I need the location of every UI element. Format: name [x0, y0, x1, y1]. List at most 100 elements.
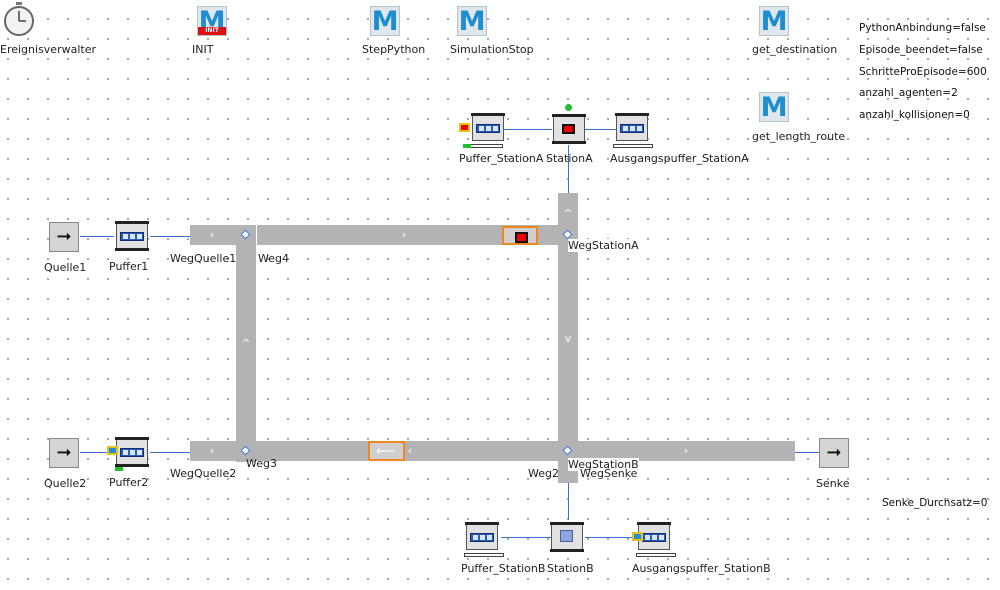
road-weg4-top[interactable] [257, 225, 563, 245]
road-arrow-right: › [683, 444, 689, 457]
sink-icon: ➞ [819, 438, 849, 468]
variable[interactable]: Episode_beendet=false [859, 44, 983, 56]
source-quelle1[interactable]: ➞ Quelle1 [42, 222, 92, 277]
buffer-label: Puffer_StationA [459, 152, 544, 165]
stopwatch-icon [4, 2, 34, 36]
buffer-puffer2[interactable]: Puffer2 [106, 436, 156, 491]
buffer-label: Ausgangspuffer_StationB [632, 562, 771, 575]
road-arrow-left: ‹ [407, 444, 413, 457]
connector [585, 537, 635, 538]
variable[interactable]: PythonAnbindung=false [859, 22, 986, 34]
connector [584, 129, 618, 130]
buffer-ausgangspuffer-station-b[interactable]: Ausgangspuffer_StationB [630, 518, 771, 575]
station-icon [552, 114, 586, 144]
road-arrow-down: v [564, 332, 572, 345]
road-wegquelle2[interactable] [190, 441, 236, 461]
connector [497, 129, 552, 130]
path-label-weg2[interactable]: Weg2 [528, 467, 559, 480]
sink-senke[interactable]: ➞ Senke [812, 438, 862, 493]
connector [568, 145, 569, 193]
path-label-weg3[interactable]: Weg3 [246, 457, 277, 470]
method-label: get_destination [752, 43, 838, 56]
variables-panel: PythonAnbindung=false Episode_beendet=fa… [859, 22, 997, 132]
init-badge: INIT [198, 27, 226, 35]
method-steppython[interactable]: M StepPython [362, 4, 432, 59]
vehicle-direction-arrow: ⟵ [376, 444, 395, 459]
underbar [636, 553, 676, 557]
underbar [464, 553, 504, 557]
entity-marker [459, 123, 470, 132]
method-get-length-route[interactable]: M get_length_route [750, 90, 845, 145]
station-b[interactable]: StationB [544, 518, 596, 578]
road-arrow-up: ^ [563, 207, 573, 220]
road-arrow-right: › [401, 228, 407, 241]
vehicle-agent-1[interactable] [502, 226, 538, 245]
buffer-ausgangspuffer-station-a[interactable]: Ausgangspuffer_StationA [608, 108, 749, 165]
event-manager-label: Ereignisverwalter [0, 43, 96, 56]
method-label: INIT [192, 43, 214, 56]
status-indicator [463, 144, 471, 148]
buffer-puffer1[interactable]: Puffer1 [108, 220, 158, 275]
road-arrow-up: ^ [241, 337, 251, 350]
buffer-puffer-station-b[interactable]: Puffer_StationB [460, 518, 550, 575]
source-quelle2[interactable]: ➞ Quelle2 [42, 438, 92, 493]
connector [80, 236, 114, 237]
status-indicator [565, 104, 572, 111]
road-arrow-left: ‹ [209, 444, 215, 457]
buffer-icon [465, 522, 499, 550]
road-weg3-bottom[interactable] [256, 441, 558, 461]
path-label-weg4[interactable]: Weg4 [258, 252, 289, 265]
road-wegquelle1[interactable] [190, 225, 236, 245]
connector [150, 452, 190, 453]
connector [150, 236, 190, 237]
buffer-icon [115, 221, 149, 251]
variable[interactable]: anzahl_kollisionen=0 [859, 109, 970, 121]
path-label-wegsenke[interactable]: WegSenke [580, 467, 638, 480]
road-weg-right-vertical[interactable] [558, 193, 578, 483]
sink-throughput-variable[interactable]: Senke_Durchsatz=0 [882, 497, 988, 509]
underbar [613, 144, 653, 148]
method-icon: M [370, 6, 400, 37]
road-weg4-left-vertical[interactable] [236, 225, 256, 462]
connector [568, 483, 569, 520]
buffer-label: Puffer2 [109, 476, 149, 489]
buffer-icon [615, 113, 649, 141]
buffer-icon [637, 522, 671, 550]
sink-label: Senke [816, 477, 850, 490]
method-get-destination[interactable]: M get_destination [750, 4, 840, 59]
station-icon [550, 522, 584, 552]
entity-marker [107, 446, 118, 455]
station-label: StationB [547, 562, 594, 575]
method-label: StepPython [362, 43, 426, 56]
entity-marker [632, 532, 643, 541]
method-icon: M INIT [197, 6, 227, 37]
method-label: SimulationStop [450, 43, 534, 56]
connector [80, 452, 110, 453]
method-simulationstop[interactable]: M SimulationStop [450, 4, 535, 59]
variable[interactable]: SchritteProEpisode=600 [859, 66, 987, 78]
connector [795, 452, 819, 453]
event-manager[interactable]: Ereignisverwalter [0, 0, 96, 60]
method-init[interactable]: M INIT INIT [192, 4, 232, 59]
path-label-wegquelle1[interactable]: WegQuelle1 [170, 252, 237, 265]
connector [501, 537, 551, 538]
buffer-puffer-station-a[interactable]: Puffer_StationA [458, 108, 548, 165]
method-icon: M [759, 92, 789, 123]
path-label-wegstationa[interactable]: WegStationA [568, 239, 639, 252]
buffer-icon [471, 113, 505, 141]
station-a[interactable]: StationA [544, 104, 596, 165]
variable[interactable]: anzahl_agenten=2 [859, 87, 958, 99]
source-label: Quelle2 [44, 477, 87, 490]
road-arrow-left: ‹ [209, 228, 215, 241]
buffer-label: Puffer1 [109, 260, 149, 273]
path-label-wegstationb[interactable]: WegStationB [568, 458, 639, 471]
station-label: StationA [546, 152, 593, 165]
source-icon: ➞ [49, 222, 79, 252]
method-icon: M [759, 6, 789, 37]
road-wegsenke[interactable] [578, 441, 795, 461]
vehicle-agent-2[interactable]: ⟵ [368, 441, 405, 461]
path-label-wegquelle2[interactable]: WegQuelle2 [170, 467, 237, 480]
buffer-label: Ausgangspuffer_StationA [610, 152, 749, 165]
method-icon: M [457, 6, 487, 37]
method-label: get_length_route [752, 130, 846, 143]
